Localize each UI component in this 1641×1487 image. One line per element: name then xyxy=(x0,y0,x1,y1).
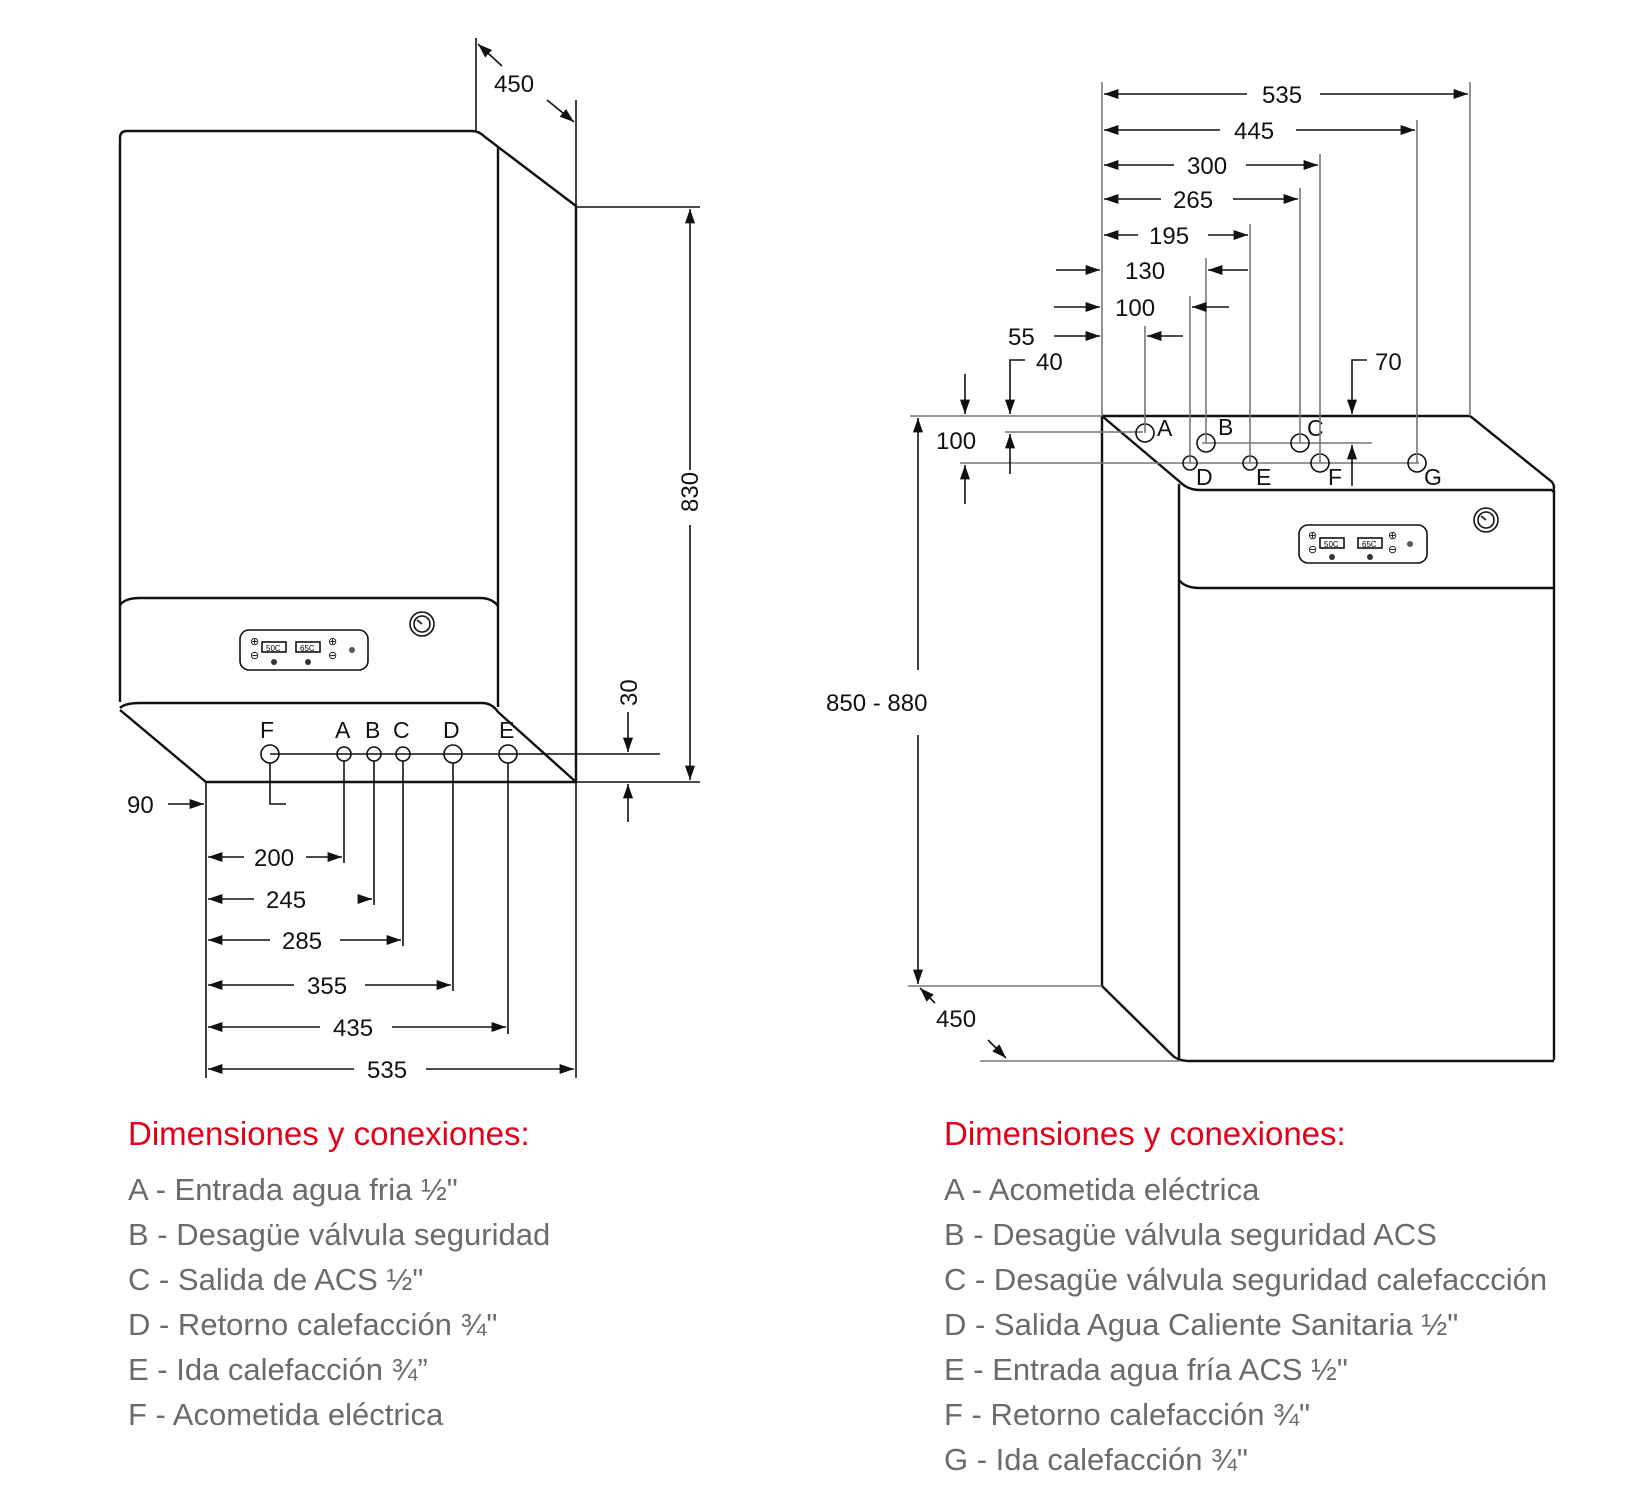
plus-icon: ⊕ xyxy=(250,636,259,648)
dim-100-depth: 100 xyxy=(936,428,976,455)
dim-830: 830 xyxy=(677,472,704,512)
label-F: F xyxy=(260,717,274,743)
control-band-top xyxy=(119,596,499,607)
legend-item: F - Acometida eléctrica xyxy=(128,1397,444,1432)
display-1: 50C xyxy=(266,644,281,653)
label-G: G xyxy=(1424,464,1442,490)
dim-55: 55 xyxy=(1008,324,1035,351)
display-1: 50C xyxy=(1324,540,1339,549)
legend-left: Dimensiones y conexiones: A - Entrada ag… xyxy=(128,1115,550,1437)
minus-icon: ⊖ xyxy=(1308,544,1317,556)
legend-item: D - Retorno calefacción ¾" xyxy=(128,1307,498,1342)
label-A: A xyxy=(1157,415,1173,441)
legend-item: E - Ida calefacción ¾” xyxy=(128,1352,428,1387)
right-connections xyxy=(1135,423,1427,473)
legend-title: Dimensiones y conexiones: xyxy=(944,1115,1346,1152)
dim-535-top: 535 xyxy=(1262,82,1302,109)
dim-40: 40 xyxy=(1036,349,1063,376)
label-B: B xyxy=(1218,414,1233,440)
dim-300: 300 xyxy=(1187,153,1227,180)
pressure-gauge-icon xyxy=(1473,507,1499,533)
legend-item: C - Desagüe válvula seguridad calefaccci… xyxy=(944,1262,1548,1297)
control-band-bottom xyxy=(119,701,577,783)
minus-icon: ⊖ xyxy=(328,650,337,662)
control-panel: ⊕ ⊖ 50C 65C ⊕ ⊖ xyxy=(1298,524,1428,564)
minus-icon: ⊖ xyxy=(1388,544,1397,556)
legend-title: Dimensiones y conexiones: xyxy=(128,1115,530,1152)
label-E: E xyxy=(499,717,514,743)
dim-535: 535 xyxy=(367,1057,407,1084)
heating-icon xyxy=(1367,554,1373,560)
dim-195: 195 xyxy=(1149,223,1189,250)
plus-icon: ⊕ xyxy=(1388,530,1397,542)
legend-item: D - Salida Agua Caliente Sanitaria ½" xyxy=(944,1307,1459,1342)
display-2: 65C xyxy=(1362,540,1377,549)
floor-boiler-drawing: ⊕ ⊖ 50C 65C ⊕ ⊖ xyxy=(826,82,1556,1063)
legend-item: B - Desagüe válvula seguridad ACS xyxy=(944,1217,1437,1252)
power-icon xyxy=(349,647,355,653)
dim-200: 200 xyxy=(254,845,294,872)
technical-drawing: ⊕ ⊖ 50C 65C ⊕ ⊖ F A xyxy=(118,38,1556,1084)
legend-item: B - Desagüe válvula seguridad xyxy=(128,1217,551,1252)
legend-item: A - Acometida eléctrica xyxy=(944,1172,1260,1207)
dim-445: 445 xyxy=(1234,118,1274,145)
dim-355: 355 xyxy=(307,973,347,1000)
dhw-icon xyxy=(271,659,277,665)
dim-850-880: 850 - 880 xyxy=(826,690,927,717)
dim-90: 90 xyxy=(127,792,154,819)
label-D: D xyxy=(443,717,460,743)
dhw-icon xyxy=(1329,554,1335,560)
label-F: F xyxy=(1328,464,1342,490)
pressure-gauge-icon xyxy=(409,611,435,637)
floor-boiler-bottom xyxy=(1101,985,1554,1063)
label-C: C xyxy=(1307,415,1324,441)
dim-435: 435 xyxy=(333,1015,373,1042)
legend-item: C - Salida de ACS ½" xyxy=(128,1262,424,1297)
plus-icon: ⊕ xyxy=(328,636,337,648)
floor-control-band xyxy=(1178,579,1554,590)
floor-boiler-top-front xyxy=(1101,415,1552,492)
label-E: E xyxy=(1256,464,1271,490)
legend-item: G - Ida calefacción ¾" xyxy=(944,1442,1248,1477)
dim-450-depth: 450 xyxy=(494,71,534,98)
wall-boiler-drawing: ⊕ ⊖ 50C 65C ⊕ ⊖ F A xyxy=(118,38,704,1084)
dim-30: 30 xyxy=(616,679,643,706)
label-C: C xyxy=(393,717,410,743)
dim-265: 265 xyxy=(1173,187,1213,214)
plus-icon: ⊕ xyxy=(1308,530,1317,542)
dim-450-bottom: 450 xyxy=(936,1006,976,1033)
legend-right: Dimensiones y conexiones: A - Acometida … xyxy=(944,1115,1547,1482)
control-panel: ⊕ ⊖ 50C 65C ⊕ ⊖ xyxy=(239,629,369,671)
legend-item: E - Entrada agua fría ACS ½" xyxy=(944,1352,1348,1387)
heating-icon xyxy=(305,659,311,665)
minus-icon: ⊖ xyxy=(250,650,259,662)
dim-130: 130 xyxy=(1125,258,1165,285)
label-A: A xyxy=(335,717,351,743)
dim-100-top: 100 xyxy=(1115,295,1155,322)
display-2: 65C xyxy=(300,644,315,653)
dim-285: 285 xyxy=(282,928,322,955)
label-D: D xyxy=(1196,464,1213,490)
label-B: B xyxy=(365,717,380,743)
wall-boiler-body xyxy=(118,129,578,784)
power-icon xyxy=(1407,541,1413,547)
dim-245: 245 xyxy=(266,887,306,914)
legend-item: F - Retorno calefacción ¾" xyxy=(944,1397,1310,1432)
dim-70: 70 xyxy=(1375,349,1402,376)
legend-item: A - Entrada agua fria ½" xyxy=(128,1172,458,1207)
